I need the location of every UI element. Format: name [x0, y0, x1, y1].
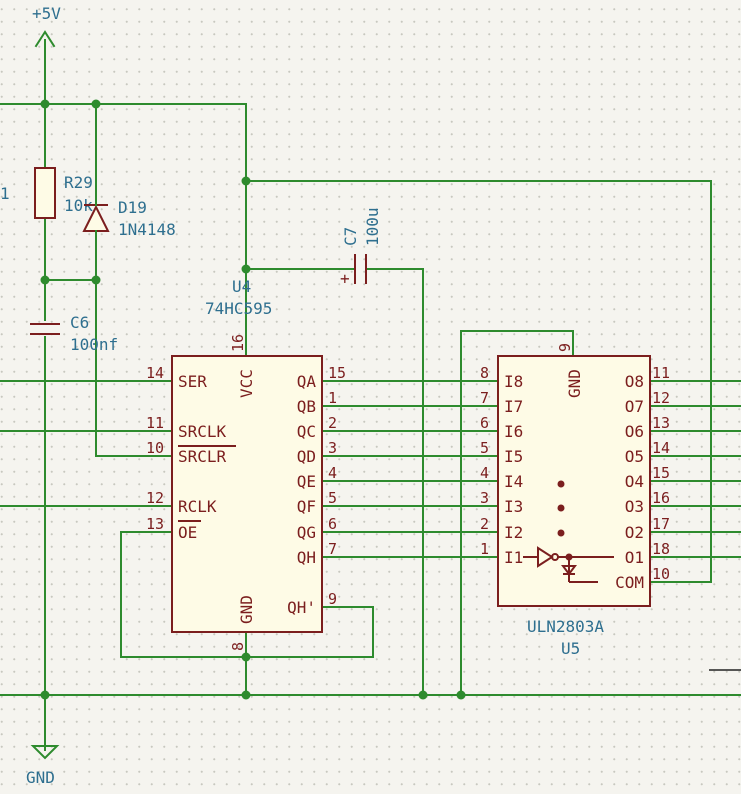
vcc-label: +5V: [32, 4, 61, 23]
d19-ref: D19: [118, 198, 147, 217]
u5-pin-name: I5: [504, 447, 523, 466]
u4-part: 74HC595: [205, 299, 272, 318]
gnd-symbol: GND: [26, 745, 60, 787]
u4-pin-num: 7: [328, 540, 337, 558]
d19-value: 1N4148: [118, 220, 176, 239]
u4-pin-name: SRCLK: [178, 422, 227, 441]
u5-pin-name: O6: [625, 422, 644, 441]
junctions: [40, 99, 466, 700]
u5-ref: U5: [561, 639, 580, 658]
u4-pin-name: QE: [297, 472, 316, 491]
u4-pin-num: 13: [146, 515, 164, 533]
u4-gnd-name: GND: [237, 595, 256, 624]
u5-pin-num: 11: [652, 364, 670, 382]
diode-d19: D19 1N4148: [82, 194, 176, 239]
u5-pin-num: 7: [480, 389, 489, 407]
u4-pin-num: 11: [146, 414, 164, 432]
u4-gnd-num: 8: [229, 642, 247, 651]
u5-pin-name: O2: [625, 523, 644, 542]
u5-pin-name: O3: [625, 497, 644, 516]
capacitor-c6: C6 100nf: [30, 313, 118, 354]
u4-vcc-num: 16: [229, 334, 247, 352]
resistor-r29: R29 10k 1: [0, 167, 93, 219]
u5-pin-name: O8: [625, 372, 644, 391]
capacitor-c7: + C7 100u: [340, 207, 382, 288]
u4-pin-num: 10: [146, 439, 164, 457]
u4-pin-num: 2: [328, 414, 337, 432]
u4-pin-name: OE: [178, 523, 197, 542]
u5-pin-num: 4: [480, 464, 489, 482]
fragment-label: 1: [0, 184, 10, 203]
vcc-symbol: +5V: [32, 4, 61, 48]
u4-pin-num: 5: [328, 489, 337, 507]
u4-pin-name: QF: [297, 497, 316, 516]
u4-pin-num: 9: [328, 590, 337, 608]
u4-pin-num: 3: [328, 439, 337, 457]
u4-pin-num: 1: [328, 389, 337, 407]
c7-ref: C7: [341, 227, 360, 246]
c7-polarity: +: [340, 269, 350, 288]
u4-pin-name: QB: [297, 397, 316, 416]
u5-pin-num: 2: [480, 515, 489, 533]
u4-pin-name: QH: [297, 548, 316, 567]
u4-pin-name: SER: [178, 372, 207, 391]
u5-pin-num: 16: [652, 489, 670, 507]
u5-pin-num: 18: [652, 540, 670, 558]
u5-pin-num: 17: [652, 515, 670, 533]
u5-pin-name: I1: [504, 548, 523, 567]
u4-pin-num: 12: [146, 489, 164, 507]
u5-gnd-name: GND: [565, 369, 584, 398]
u4-pin-name: RCLK: [178, 497, 217, 516]
u5-pin-num: 8: [480, 364, 489, 382]
u5-pin-num: 12: [652, 389, 670, 407]
u4-pin-name: QC: [297, 422, 316, 441]
u5-pin-name: O7: [625, 397, 644, 416]
u4-vcc-name: VCC: [237, 369, 256, 398]
u5-pin-num: 3: [480, 489, 489, 507]
u5-pin-name: O4: [625, 472, 644, 491]
ic-u5: ULN2803A U5 8 I8 7 I7 6 I6 5 I5 4 I4 3 I…: [480, 343, 670, 658]
u5-part: ULN2803A: [527, 617, 604, 636]
u4-pin-num: 4: [328, 464, 337, 482]
ic-u4: U4 74HC595 14 SER 11 SRCLK 10 SRCLR 12 R…: [146, 277, 346, 651]
u5-pin-num: 13: [652, 414, 670, 432]
u5-pin-num: 1: [480, 540, 489, 558]
u4-pin-num: 6: [328, 515, 337, 533]
u4-pin-name: QA: [297, 372, 317, 391]
u4-pin-num: 14: [146, 364, 164, 382]
u5-pin-name: I8: [504, 372, 523, 391]
u5-pin-name: I3: [504, 497, 523, 516]
u5-pin-name: O5: [625, 447, 644, 466]
u5-pin-num: 10: [652, 565, 670, 583]
u5-pin-name: O1: [625, 548, 644, 567]
u5-pin-num: 14: [652, 439, 670, 457]
u4-pin-name: QG: [297, 523, 316, 542]
u5-pin-name: I4: [504, 472, 523, 491]
c7-value: 100u: [363, 207, 382, 246]
u5-body: [497, 355, 651, 607]
u5-pin-num: 6: [480, 414, 489, 432]
u5-pin-name: I7: [504, 397, 523, 416]
u4-pin-name: SRCLR: [178, 447, 227, 466]
u5-pin-name: COM: [615, 573, 644, 592]
gnd-label: GND: [26, 768, 55, 787]
u5-pin-num: 5: [480, 439, 489, 457]
u4-pin-name: QD: [297, 447, 316, 466]
buffer-symbol: [523, 480, 614, 583]
c6-value: 100nf: [70, 335, 118, 354]
u4-pin-name: QH': [287, 598, 316, 617]
u5-pin-name: I2: [504, 523, 523, 542]
r29-ref: R29: [64, 173, 93, 192]
u5-gnd-num: 9: [556, 343, 574, 352]
wires: [0, 39, 741, 751]
u4-ref: U4: [232, 277, 251, 296]
u4-body: [171, 355, 323, 633]
u5-pin-name: I6: [504, 422, 523, 441]
u5-pin-num: 15: [652, 464, 670, 482]
u4-pin-num: 15: [328, 364, 346, 382]
r29-value: 10k: [64, 196, 93, 215]
c6-ref: C6: [70, 313, 89, 332]
